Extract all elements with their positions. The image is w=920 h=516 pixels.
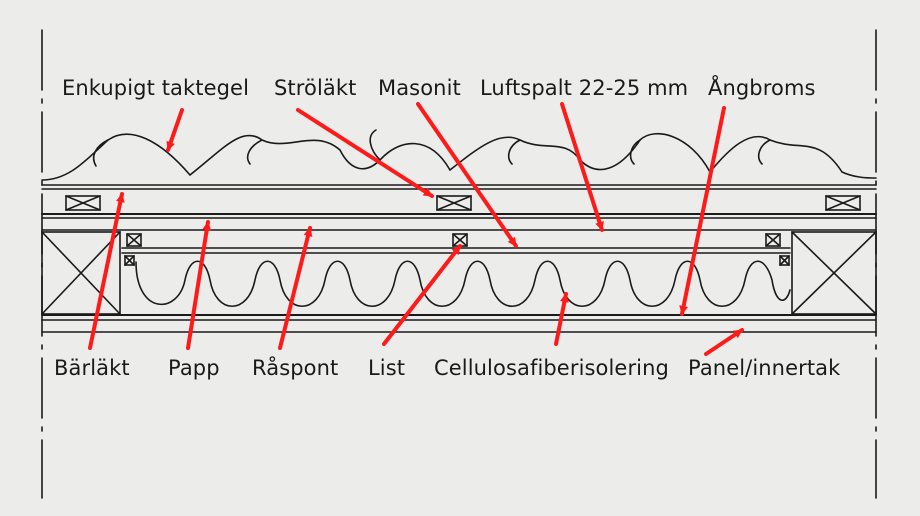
roof-tile-wave [41, 132, 877, 181]
arrow-barlakt [88, 192, 125, 350]
left-rafter [41, 231, 121, 315]
arrow-luftspalt [560, 102, 604, 232]
label-luftspalt: Luftspalt 22-25 mm [480, 76, 689, 100]
arrow-papp [186, 220, 212, 350]
label-strolakt: Ströläkt [274, 76, 357, 100]
right-rafter [791, 231, 877, 315]
label-masonit: Masonit [378, 76, 461, 100]
label-barlakt: Bärläkt [54, 356, 130, 380]
label-papp: Papp [168, 356, 220, 380]
label-enkupigt-taktegel: Enkupigt taktegel [62, 76, 250, 100]
label-raspont: Råspont [252, 356, 339, 380]
label-angbroms: Ångbroms [708, 76, 816, 100]
arrow-raspont [278, 226, 313, 350]
arrow-masonit [416, 102, 518, 248]
arrow-list [382, 244, 462, 346]
arrow-enkupigt-taktegel [166, 108, 184, 152]
arrow-cellulosa [554, 292, 569, 346]
label-cellulosa: Cellulosafiberisolering [434, 356, 669, 380]
label-list: List [368, 356, 406, 380]
arrow-angbroms [679, 106, 726, 316]
arrow-panel [704, 328, 744, 356]
arrow-strolakt [296, 108, 434, 198]
label-panel: Panel/innertak [688, 356, 841, 380]
